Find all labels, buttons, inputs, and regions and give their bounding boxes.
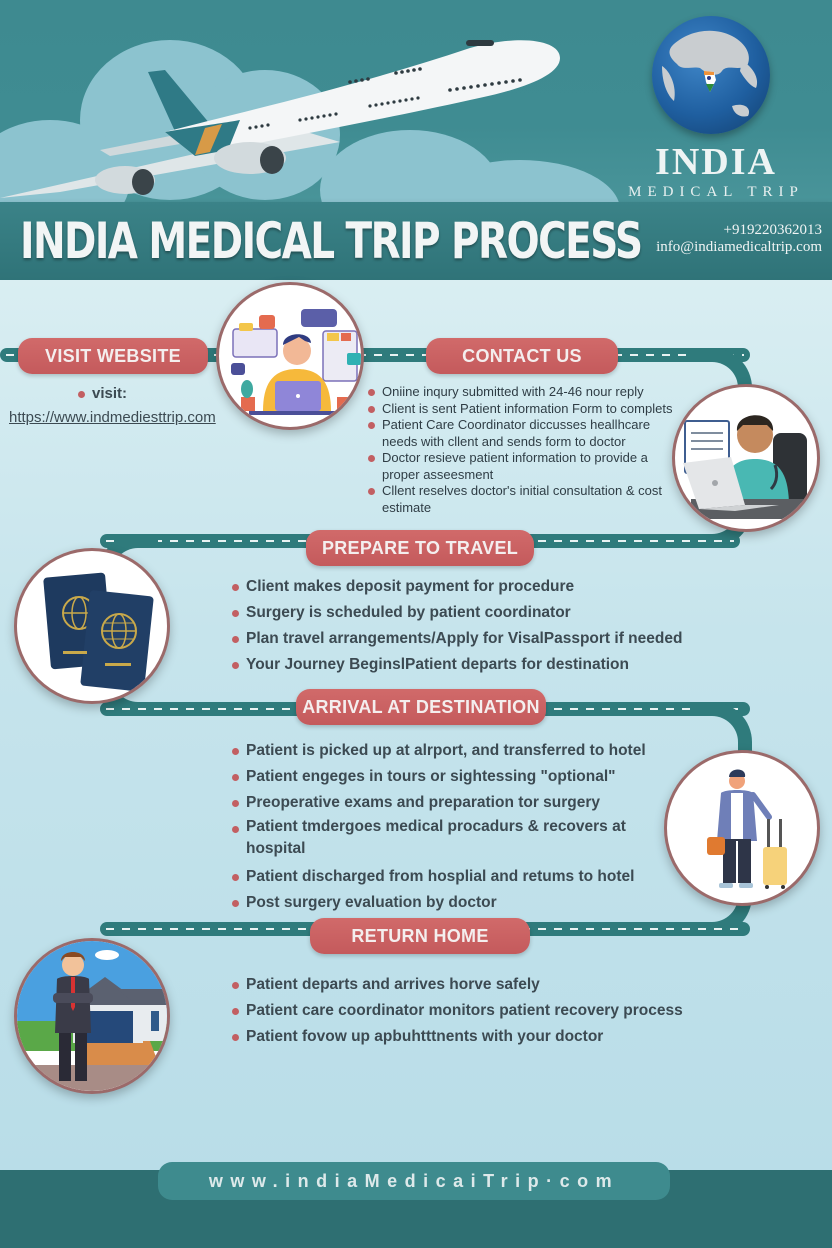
arrival-list: Patient is picked up at alrport, and tra… bbox=[232, 738, 652, 916]
footer-website-link[interactable]: www.indiaMedicaiTrip·com bbox=[158, 1162, 670, 1200]
list-item: Client is sent Patient information Form … bbox=[368, 401, 688, 418]
list-item: Post surgery evaluation by doctor bbox=[232, 890, 652, 916]
step-visit-website: VISIT WEBSITE bbox=[18, 338, 208, 374]
contact-us-list: Oniine inqury submitted with 24-46 nour … bbox=[368, 384, 688, 516]
list-item: Patient fovow up apbuhtttnents with your… bbox=[232, 1024, 692, 1050]
list-item: Plan travel arrangements/Apply for Visal… bbox=[232, 626, 692, 652]
person-laptop-chat-icon bbox=[216, 282, 364, 430]
step-prepare-to-travel: PREPARE TO TRAVEL bbox=[306, 530, 534, 566]
email-address[interactable]: info@indiamedicaltrip.com bbox=[656, 239, 822, 255]
website-link[interactable]: https://www.indmediesttrip.com bbox=[9, 409, 216, 426]
man-house-icon bbox=[14, 938, 170, 1094]
traveler-luggage-icon bbox=[664, 750, 820, 906]
contact-info: +919220362013 info@indiamedicaltrip.com bbox=[656, 222, 822, 256]
list-item: Preoperative exams and preparation tor s… bbox=[232, 790, 652, 816]
sky-header: INDIA MEDICAL TRIP bbox=[0, 0, 832, 210]
list-item: Cllent reselves doctor's initial consult… bbox=[368, 483, 688, 516]
passports-icon bbox=[14, 548, 170, 704]
step-contact-us: CONTACT US bbox=[426, 338, 618, 374]
list-item: Doctor resieve patient information to pr… bbox=[368, 450, 688, 483]
logo-title: INDIA bbox=[655, 141, 777, 183]
visit-label: visit: bbox=[78, 385, 127, 402]
return-home-list: Patient departs and arrives horve safely… bbox=[232, 972, 692, 1050]
title-banner: INDIA MEDICAL TRIP PROCESS +919220362013… bbox=[0, 202, 832, 280]
logo: INDIA MEDICAL TRIP bbox=[600, 8, 832, 200]
list-item: Oniine inqury submitted with 24-46 nour … bbox=[368, 384, 688, 401]
list-item: Surgery is scheduled by patient coordina… bbox=[232, 600, 692, 626]
logo-subtitle: MEDICAL TRIP bbox=[628, 184, 804, 200]
list-item: Patient tmdergoes medical procadurs & re… bbox=[232, 816, 652, 860]
list-item: Client makes deposit payment for procedu… bbox=[232, 574, 692, 600]
step-arrival-at-destination: ARRIVAL AT DESTINATION bbox=[296, 689, 546, 725]
list-item: Patient care coordinator monitors patien… bbox=[232, 998, 692, 1024]
page-title: INDIA MEDICAL TRIP PROCESS bbox=[20, 212, 643, 270]
globe-india-flag-icon bbox=[652, 16, 770, 134]
list-item: Patient Care Coordinator diccusses heall… bbox=[368, 417, 688, 450]
list-item: Patient engeges in tours or sightessing … bbox=[232, 764, 652, 790]
step-return-home: RETURN HOME bbox=[310, 918, 530, 954]
prepare-to-travel-list: Client makes deposit payment for procedu… bbox=[232, 574, 692, 678]
list-item: Patient discharged from hosplial and ret… bbox=[232, 864, 652, 890]
list-item: Patient departs and arrives horve safely bbox=[232, 972, 692, 998]
list-item: Patient is picked up at alrport, and tra… bbox=[232, 738, 652, 764]
doctor-laptop-icon bbox=[672, 384, 820, 532]
phone-number[interactable]: +919220362013 bbox=[723, 222, 822, 238]
list-item: Your Journey BeginslPatient departs for … bbox=[232, 652, 692, 678]
airplane-icon bbox=[0, 40, 560, 198]
